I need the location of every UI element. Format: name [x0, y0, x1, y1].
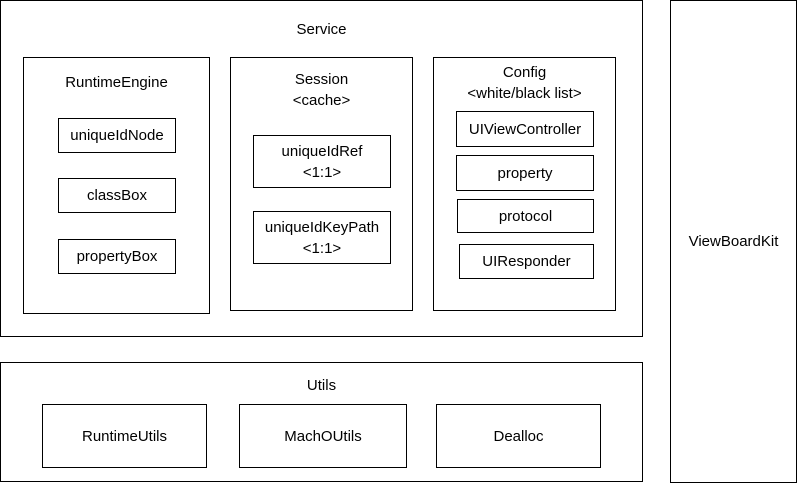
- config-title: Config <white/black list>: [467, 64, 582, 102]
- property-box: property: [456, 155, 594, 191]
- property-box-box: propertyBox: [58, 239, 176, 274]
- uiresponder-box: UIResponder: [459, 244, 594, 279]
- viewboardkit-module: ViewBoardKit: [670, 0, 797, 483]
- unique-id-ref-box: uniqueIdRef <1:1>: [253, 135, 391, 188]
- dealloc-box: Dealloc: [436, 404, 601, 468]
- utils-title: Utils: [306, 377, 337, 394]
- unique-id-keypath-box: uniqueIdKeyPath <1:1>: [253, 211, 391, 264]
- macho-utils-box: MachOUtils: [239, 404, 407, 468]
- runtime-engine-title: RuntimeEngine: [65, 74, 168, 91]
- protocol-box: protocol: [457, 199, 594, 233]
- service-title: Service: [296, 21, 347, 38]
- session-title: Session <cache>: [292, 71, 351, 109]
- uiviewcontroller-box: UIViewController: [456, 111, 594, 147]
- class-box-box: classBox: [58, 178, 176, 213]
- unique-id-node-box: uniqueIdNode: [58, 118, 176, 153]
- runtime-utils-box: RuntimeUtils: [42, 404, 207, 468]
